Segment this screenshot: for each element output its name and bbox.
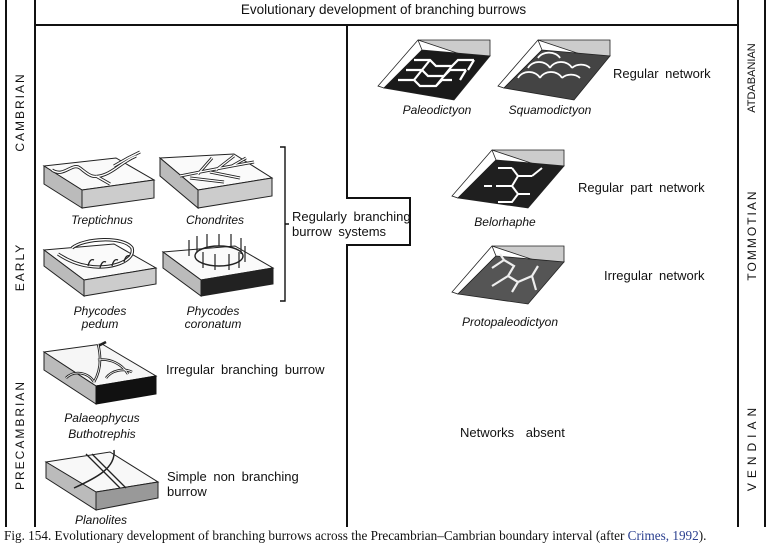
chondrites-block-illustration xyxy=(158,153,274,210)
taxon-phycodes-pedum-line2: pedum xyxy=(81,317,119,331)
palaeophycus-block-illustration xyxy=(42,340,158,405)
regularly-branching-label: Regularly branching burrow systems xyxy=(292,209,412,239)
taxon-phycodes-coronatum: Phycodes coronatum xyxy=(168,305,258,331)
right-axis-atdabanian: ATDABANIAN xyxy=(746,43,758,113)
figure-title: Evolutionary development of branching bu… xyxy=(240,1,527,17)
frame-left-outer xyxy=(5,0,7,527)
simple-non-branching-label-line1: Simple non branching xyxy=(167,469,299,484)
center-box-top xyxy=(346,197,411,199)
phycodes-pedum-block-illustration xyxy=(42,238,158,297)
belorhaphe-block-illustration xyxy=(451,149,565,209)
taxon-phycodes-coronatum-line1: Phycodes xyxy=(186,304,240,318)
frame-left-inner xyxy=(34,0,36,527)
networks-absent-label: Networks absent xyxy=(460,425,565,440)
right-axis-tommotian: TOMMOTIAN xyxy=(745,189,759,281)
protopaleodictyon-block-illustration xyxy=(451,245,565,305)
center-box-right xyxy=(409,197,411,246)
taxon-chondrites: Chondrites xyxy=(185,213,245,227)
frame-right-outer xyxy=(764,0,766,527)
regular-network-label: Regular network xyxy=(613,66,711,81)
center-divider-bottom xyxy=(346,244,348,527)
squamodictyon-block-illustration xyxy=(497,39,611,101)
left-axis-precambrian: PRECAMBRIAN xyxy=(13,380,27,491)
grouping-bracket xyxy=(280,146,289,302)
phycodes-coronatum-block-illustration xyxy=(161,234,275,297)
caption-text-end: ). xyxy=(698,528,707,543)
taxon-protopaleodictyon: Protopaleodictyon xyxy=(461,315,559,329)
left-axis-cambrian: CAMBRIAN xyxy=(13,72,27,152)
regular-part-network-label: Regular part network xyxy=(578,180,705,195)
figure-caption: Fig. 154. Evolutionary development of br… xyxy=(4,528,706,544)
taxon-treptichnus: Treptichnus xyxy=(71,213,133,227)
irregular-branching-label: Irregular branching burrow xyxy=(166,362,325,377)
left-axis-early: EARLY xyxy=(13,242,27,292)
planolites-block-illustration xyxy=(44,449,160,511)
taxon-squamodictyon: Squamodictyon xyxy=(508,103,592,117)
taxon-phycodes-pedum: Phycodes pedum xyxy=(55,305,145,331)
irregular-network-label: Irregular network xyxy=(604,268,705,283)
frame-right-inner xyxy=(737,0,739,527)
regularly-branching-label-line2: burrow systems xyxy=(292,224,387,239)
citation-link[interactable]: Crimes, 1992 xyxy=(627,528,699,543)
title-divider xyxy=(34,24,739,26)
taxon-planolites: Planolites xyxy=(74,513,128,527)
taxon-buthotrephis: Buthotrephis xyxy=(68,427,136,441)
taxon-paleodictyon: Paleodictyon xyxy=(402,103,472,117)
taxon-palaeophycus-buthotrephis: Palaeophycus Buthotrephis xyxy=(52,410,152,442)
taxon-palaeophycus: Palaeophycus xyxy=(64,411,140,425)
right-axis-vendian: VENDIAN xyxy=(745,402,759,492)
simple-non-branching-label: Simple non branching burrow xyxy=(167,469,327,499)
simple-non-branching-label-line2: burrow xyxy=(167,484,207,499)
caption-text: Fig. 154. Evolutionary development of br… xyxy=(4,528,628,543)
taxon-phycodes-coronatum-line2: coronatum xyxy=(184,317,242,331)
center-box-bottom xyxy=(346,244,411,246)
treptichnus-block-illustration xyxy=(42,150,156,209)
taxon-belorhaphe: Belorhaphe xyxy=(474,215,536,229)
regularly-branching-label-line1: Regularly branching xyxy=(292,209,411,224)
paleodictyon-block-illustration xyxy=(377,39,491,101)
taxon-phycodes-pedum-line1: Phycodes xyxy=(73,304,127,318)
center-divider-top xyxy=(346,24,348,199)
